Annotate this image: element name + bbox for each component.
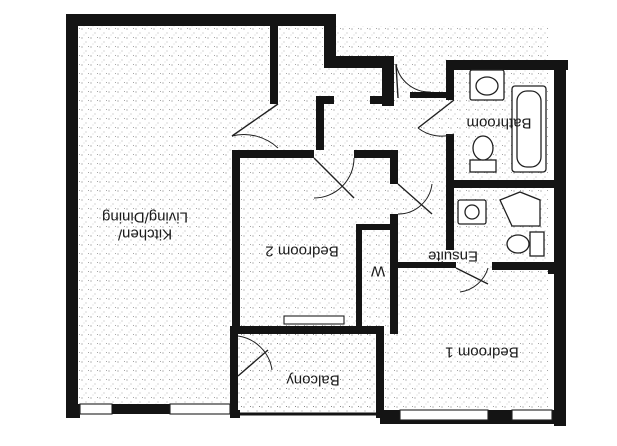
bedroom2-wall-top-a: [232, 150, 314, 158]
ensuite-wall-corner: [548, 262, 556, 274]
bathroom-wc-cistern: [469, 159, 497, 173]
wall-right: [554, 60, 566, 426]
door-balcony-arc: [237, 335, 273, 371]
ensuite-wall-bottom-b: [492, 262, 556, 270]
ensuite-shower: [499, 191, 541, 227]
door-hall-leaf: [395, 63, 399, 99]
windows: [79, 315, 553, 421]
ensuite-basin: [464, 204, 480, 220]
wall-left: [66, 14, 78, 412]
door-bathroom-leaf: [417, 99, 455, 129]
window-1: [79, 403, 113, 415]
ensuite-wc-bowl: [506, 234, 530, 254]
bathroom-wall-bottom: [446, 180, 556, 188]
wardrobe-wall-top: [356, 224, 392, 230]
door-bedroom2-arc: [313, 157, 355, 199]
bathroom-wc-bowl: [472, 135, 494, 161]
door-bathroom-arc: [417, 127, 455, 137]
balcony-wall-bottom-left: [230, 410, 240, 418]
window-2: [169, 403, 231, 415]
balcony-wall-right: [376, 334, 384, 418]
room-label-bedroom-2: Bedroom 2: [265, 242, 339, 260]
room-label-kitchen-living-dining: Kitchen/ Living/Dining: [102, 208, 188, 243]
balcony-walls: [230, 326, 384, 418]
door-entry-arc: [231, 134, 279, 149]
room-label-bedroom-1: Bedroom 1: [445, 343, 519, 361]
door-bedroom1-leaf: [397, 183, 433, 215]
door-bedroom1-arc: [397, 183, 433, 215]
bathroom-basin: [475, 76, 499, 96]
door-balcony-leaf: [237, 349, 269, 377]
wall-top-right: [448, 60, 568, 70]
wall-bottom-seg-1: [112, 404, 170, 414]
hall-wall-d: [370, 96, 394, 104]
doors: [231, 63, 489, 377]
room-label-balcony: Balcony: [286, 371, 340, 389]
room-label-bathroom: Bathroom: [466, 114, 532, 132]
bedroom2-wall-top-b: [354, 150, 398, 158]
hall-wall-a: [270, 26, 278, 104]
wall-top-step-1: [324, 14, 336, 68]
interior-walls: [232, 26, 556, 334]
bathroom-wall-left-a: [446, 60, 454, 100]
balcony-wall-left: [230, 334, 238, 418]
window-bedroom1-a: [399, 409, 489, 421]
door-entry-leaf: [231, 103, 279, 137]
hall-wall-c: [316, 96, 334, 104]
door-hall-arc: [395, 63, 431, 93]
wall-top-mid: [324, 56, 394, 68]
ensuite-wall-left: [446, 180, 454, 250]
bathtub-inner: [516, 90, 542, 168]
bathroom-wall-top-step: [410, 92, 454, 98]
wall-top-left: [66, 14, 336, 26]
fixtures: [457, 69, 547, 257]
window-bedroom2: [283, 315, 345, 325]
window-bedroom1-b: [511, 409, 553, 421]
bedroom2-wall-right-a: [390, 150, 398, 184]
door-ensuite-arc: [459, 267, 489, 293]
door-ensuite-leaf: [455, 267, 489, 285]
wardrobe-wall-left: [356, 224, 362, 326]
bathroom-wall-left-b: [446, 134, 454, 186]
bedroom2-wall-left: [232, 150, 240, 334]
room-label-ensuite: Ensuite: [427, 247, 479, 265]
wall-corner-bl: [66, 404, 80, 418]
wall-top-step-2: [382, 56, 394, 106]
ensuite-wall-bottom-a: [396, 262, 456, 268]
bedroom2-wall-right-b: [390, 214, 398, 334]
hall-wall-b: [316, 100, 324, 150]
floor-balcony: [232, 334, 382, 412]
ensuite-wc-cistern: [529, 231, 545, 257]
room-label-wardrobe: W: [370, 262, 386, 280]
door-bedroom2-leaf: [313, 157, 355, 199]
balcony-wall-top: [230, 326, 384, 334]
